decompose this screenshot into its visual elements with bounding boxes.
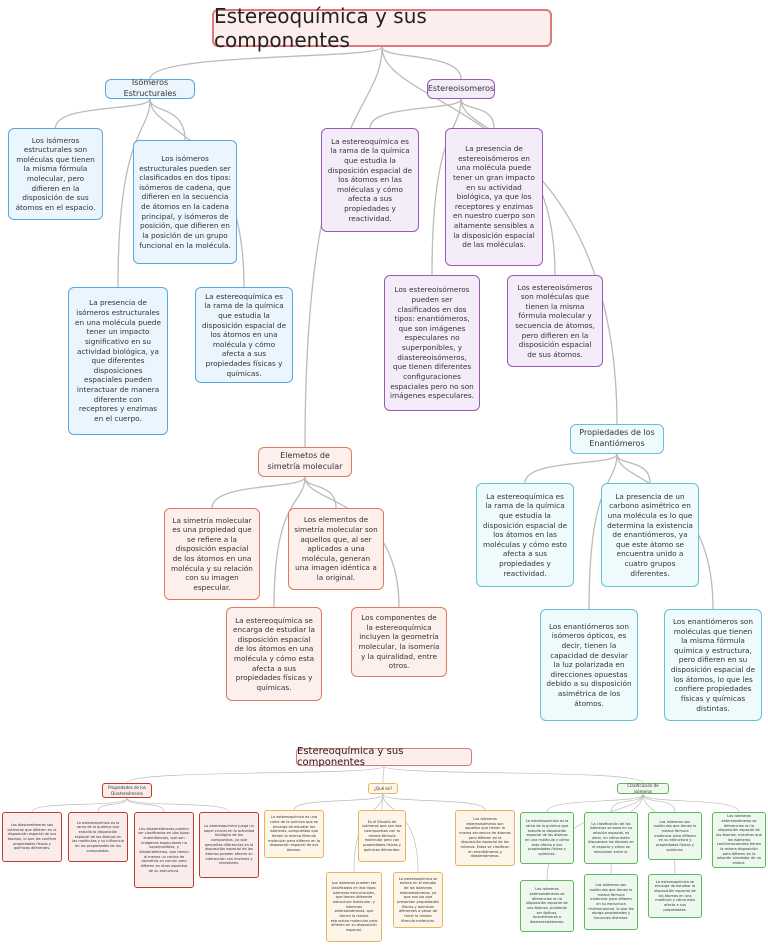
topic-propiedades-diastereomeros: Propiedades de los Diastereómeros (102, 783, 152, 798)
connector-topic-elementos-simetria-to-leaf-simetria-propiedad (211, 476, 306, 509)
leaf-clas-3: Los isómeros son moléculas que tienen la… (648, 812, 702, 860)
leaf-isomeros-impacto: La presencia de isómeros estructurales e… (68, 287, 168, 435)
root-title-2: Estereoquímica y sus componentes (296, 746, 472, 768)
connector-root-title-2-to-topic-propiedades-diastereomeros (126, 765, 385, 784)
connector-topic-isomeros-estructurales-to-leaf-isomeros-tipos (149, 98, 186, 141)
topic-que-es: ¿Qué es? (368, 783, 398, 794)
connector-root-title-to-topic-estereoisomeros (381, 46, 462, 80)
connector-topic-clasificacion-isomeros-to-leaf-clas-1 (546, 793, 644, 813)
leaf-clas-7: La estereoquímica se encarga de estudiar… (648, 874, 702, 918)
leaf-estereo-rama: La estereoquímica es la rama de la quími… (321, 128, 419, 232)
leaf-isomeros-estereoquimica: La estereoquímica es la rama de la quími… (195, 287, 293, 383)
leaf-enantio-carbono: La presencia de un carbono asimétrico en… (601, 483, 699, 587)
connector-root-title-to-topic-isomeros-estructurales (149, 46, 383, 80)
connector-topic-que-es-to-leaf-que-3 (382, 793, 486, 811)
leaf-diastereo-1: Los diastereómeros son isómeros que difi… (2, 812, 62, 862)
connector-topic-elementos-simetria-to-leaf-simetria-elementos (304, 476, 337, 509)
connector-topic-clasificacion-isomeros-to-leaf-clas-4 (642, 793, 740, 813)
connector-root-title-to-topic-elementos-simetria (304, 46, 383, 448)
leaf-diastereo-4: La estereoquímica juega un papel crucial… (199, 812, 259, 878)
connector-topic-propiedades-enantiomeros-to-leaf-enantio-carbono (616, 453, 651, 484)
connector-topic-propiedades-diastereomeros-to-leaf-diastereo-1 (31, 797, 128, 813)
topic-isomeros-estructurales: Isómeros Estructurales (105, 78, 195, 99)
leaf-que-4: Los isómeros pueden ser clasificados en … (326, 872, 382, 942)
connector-topic-que-es-to-leaf-que-1 (293, 793, 384, 811)
topic-estereoisomeros: Estereoisomeros (427, 79, 495, 99)
leaf-clas-2: La clasificación de los isómeros se basa… (584, 812, 638, 864)
connector-topic-propiedades-enantiomeros-to-leaf-enantio-rama (524, 453, 618, 484)
leaf-que-2: Es el Estudio de isómeros que son dos co… (358, 810, 406, 862)
connector-topic-propiedades-diastereomeros-to-leaf-diastereo-4 (126, 797, 230, 813)
topic-propiedades-enantiomeros: Propiedades de los Enantiómeros (570, 424, 664, 454)
topic-clasificacion-isomeros: Clasificación de isómeros (617, 783, 669, 794)
connector-topic-estereoisomeros-to-leaf-estereo-rama (369, 98, 462, 129)
leaf-enantio-definicion: Los enantiómeros son moléculas que tiene… (664, 609, 762, 721)
connector-root-title-2-to-topic-que-es (382, 765, 385, 784)
connector-topic-clasificacion-isomeros-to-leaf-clas-3 (642, 793, 676, 813)
connector-topic-isomeros-estructurales-to-leaf-isomeros-definicion (54, 98, 151, 129)
leaf-clas-6: Los isómeros son moléculas que tienen la… (584, 874, 638, 930)
connector-topic-estereoisomeros-to-leaf-estereo-presencia (460, 98, 495, 129)
connector-topic-propiedades-diastereomeros-to-leaf-diastereo-2 (97, 797, 128, 813)
leaf-estereo-clasificacion: Los estereoisómeros pueden ser clasifica… (384, 275, 480, 411)
leaf-isomeros-definicion: Los isómeros estructurales son moléculas… (8, 128, 103, 220)
leaf-clas-4: Los isómeros estereoisómeros se diferenc… (712, 812, 766, 868)
leaf-estereo-presencia: La presencia de estereoisómeros en una m… (445, 128, 543, 266)
leaf-simetria-componentes: Los componentes de la estereoquímica inc… (351, 607, 447, 677)
leaf-enantio-rama: La estereoquímica es la rama de la quími… (476, 483, 574, 587)
topic-elementos-simetria: Elemetos de simetría molecular (258, 447, 352, 477)
leaf-clas-1: La estereoquímica es la rama de la quími… (520, 812, 574, 864)
connector-topic-clasificacion-isomeros-to-leaf-clas-2 (610, 793, 644, 813)
leaf-que-5: La estereoquímica se enfoca en el estudi… (393, 872, 443, 928)
leaf-isomeros-tipos: Los isómeros estructurales pueden ser cl… (133, 140, 237, 264)
leaf-simetria-estereoquimica: La estereoquímica se encarga de estudiar… (226, 607, 322, 701)
leaf-diastereo-3: Los diastereómeros pueden ser clasificad… (134, 812, 194, 888)
root-title: Estereoquímica y sus componentes (212, 4, 552, 52)
connector-topic-propiedades-diastereomeros-to-leaf-diastereo-3 (126, 797, 165, 813)
leaf-simetria-propiedad: La simetría molecular es una propiedad q… (164, 508, 260, 600)
leaf-enantio-opticos: Los enantiómeros son isómeros ópticos, e… (540, 609, 638, 721)
leaf-que-1: La estereoquímica es una rama de la quím… (264, 810, 324, 858)
connector-root-title-2-to-topic-clasificacion-isomeros (383, 765, 644, 784)
leaf-simetria-elementos: Los elementos de simetría molecular son … (288, 508, 384, 590)
leaf-estereo-definicion: Los estereoisómeros son moléculas que ti… (507, 275, 603, 367)
leaf-diastereo-2: La estereoquímica es la rama de la quími… (68, 812, 128, 862)
leaf-que-3: Los isómeros estereoisómeros son aquello… (455, 810, 515, 866)
leaf-clas-5: Los isómeros estereoisómeros se diferenc… (520, 880, 574, 932)
